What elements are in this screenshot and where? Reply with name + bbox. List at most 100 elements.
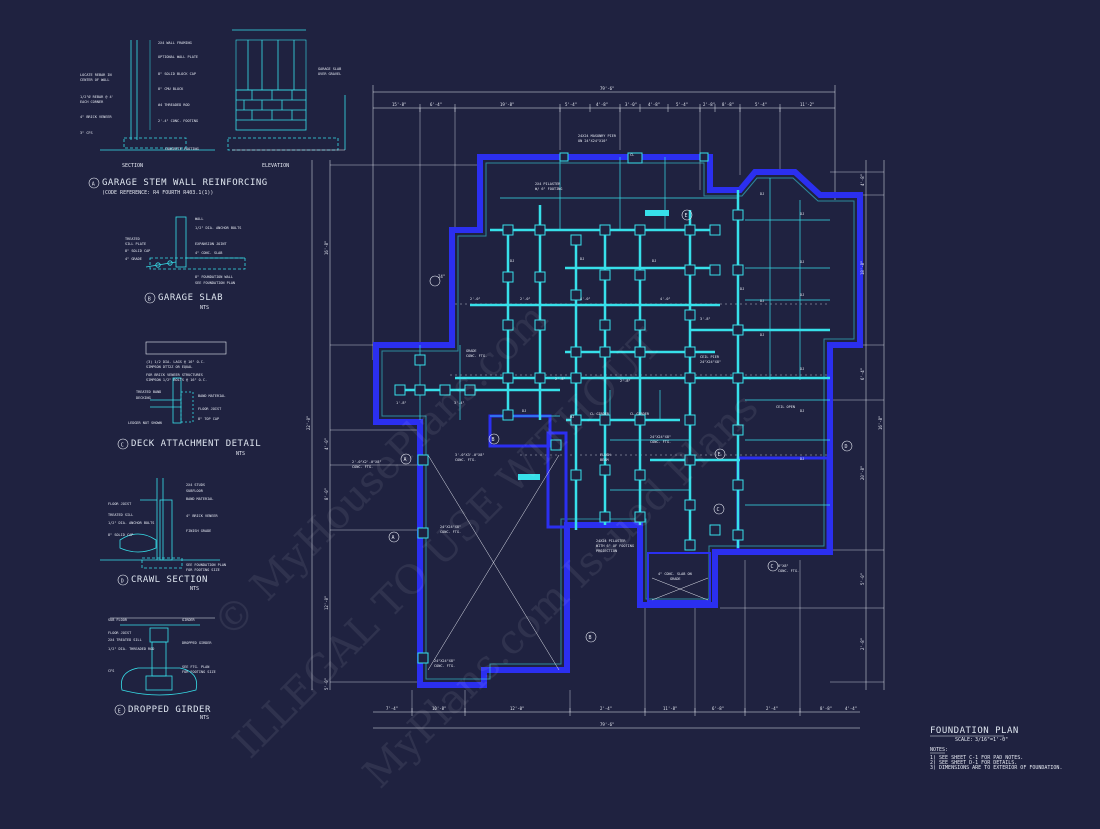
svg-text:SEE FOUNDATION PLAN: SEE FOUNDATION PLAN: [195, 281, 235, 285]
svg-text:CONC. FTG.: CONC. FTG.: [455, 458, 476, 462]
svg-text:CONC. FTG.: CONC. FTG.: [650, 440, 671, 444]
svg-text:CL GIRDER: CL GIRDER: [630, 412, 650, 416]
svg-text:CEIL PIER: CEIL PIER: [700, 355, 720, 359]
svg-text:5'-4": 5'-4": [676, 102, 688, 107]
detail-c-title: DECK ATTACHMENT DETAIL: [131, 439, 261, 449]
svg-text:4'-8": 4'-8": [860, 174, 865, 186]
plan-callouts: [388, 209, 853, 643]
detail-a-title: GARAGE STEM WALL REINFORCING: [102, 178, 268, 188]
joists-thin: [419, 157, 830, 506]
svg-text:B: B: [492, 437, 495, 443]
detail-b-sub: NTS: [200, 305, 209, 311]
svg-text:2'-4": 2'-4": [766, 706, 778, 711]
detail-e-sub: NTS: [200, 715, 209, 721]
svg-text:WALL: WALL: [195, 217, 203, 221]
svg-text:2'-4": 2'-4": [600, 706, 612, 711]
svg-text:2X4 TREATED SILL: 2X4 TREATED SILL: [108, 638, 142, 642]
detail-e-notes: SUB FLOOR FLOOR JOIST 2X4 TREATED SILL 1…: [108, 618, 216, 674]
svg-text:SEE FTG. PLAN: SEE FTG. PLAN: [182, 665, 209, 669]
svg-text:16'-8": 16'-8": [878, 416, 883, 430]
svg-text:2'-8": 2'-8": [860, 638, 865, 650]
svg-text:BEAM: BEAM: [600, 458, 608, 462]
watermark: © MyHousePlans.com ILLEGAL TO USE WITHOU…: [205, 295, 768, 797]
svg-text:DECKING: DECKING: [136, 396, 151, 400]
svg-text:4" CONC. SLAB ON: 4" CONC. SLAB ON: [658, 572, 692, 576]
svg-text:2'-4" CONC. FOOTING: 2'-4" CONC. FOOTING: [158, 119, 198, 123]
detail-d-marker: D: [117, 574, 129, 586]
svg-text:TREATED: TREATED: [125, 237, 140, 241]
svg-text:SIMPSON 1/2" BOLTS @ 16" O.C.: SIMPSON 1/2" BOLTS @ 16" O.C.: [146, 378, 207, 382]
plan-callout-letters: AA BD EC EB C: [392, 213, 848, 641]
svg-text:6'-4": 6'-4": [860, 368, 865, 380]
svg-text:12'-0": 12'-0": [510, 706, 524, 711]
svg-text:19'-8": 19'-8": [500, 102, 514, 107]
svg-text:4'-4": 4'-4": [845, 706, 857, 711]
detail-b-marker: B: [144, 292, 156, 304]
svg-text:FLOOR JOIST: FLOOR JOIST: [108, 502, 132, 506]
svg-text:A: A: [92, 182, 95, 188]
svg-text:DJ: DJ: [580, 257, 584, 261]
svg-text:8'-0": 8'-0": [324, 488, 329, 500]
svg-text:1/2" DIA. ANCHOR BOLTS: 1/2" DIA. ANCHOR BOLTS: [108, 521, 154, 525]
svg-text:79'-6": 79'-6": [600, 722, 614, 727]
detail-b: [145, 216, 246, 270]
svg-text:4" BRICK VENEER: 4" BRICK VENEER: [80, 115, 113, 119]
svg-text:SEE FOUNDATION PLAN: SEE FOUNDATION PLAN: [186, 563, 226, 567]
svg-text:24"X24"X8": 24"X24"X8": [700, 360, 721, 364]
svg-text:4" CONC. SLAB: 4" CONC. SLAB: [195, 251, 222, 255]
svg-text:CL GIRDER: CL GIRDER: [590, 412, 610, 416]
svg-text:OVER GRAVEL: OVER GRAVEL: [318, 72, 341, 76]
svg-text:DJ: DJ: [760, 333, 764, 337]
svg-text:CEIL OPEN: CEIL OPEN: [776, 405, 795, 409]
detail-a-sub: (CODE REFERENCE: R4 FOURTH R403.1(1)): [102, 190, 213, 196]
svg-text:LOCATE REBAR IN: LOCATE REBAR IN: [80, 73, 112, 77]
svg-text:FLOOR JOIST: FLOOR JOIST: [108, 631, 132, 635]
svg-text:22'-0": 22'-0": [306, 416, 311, 430]
svg-text:DROPPED GIRDER: DROPPED GIRDER: [182, 641, 212, 645]
svg-text:5'-0": 5'-0": [324, 678, 329, 690]
svg-text:E: E: [118, 709, 121, 715]
svg-text:FOR FOOTING SIZE: FOR FOOTING SIZE: [186, 568, 220, 572]
svg-text:15'-8": 15'-8": [392, 102, 406, 107]
piers: [394, 152, 744, 664]
svg-text:7'-4": 7'-4": [386, 706, 398, 711]
svg-text:SUB FLOOR: SUB FLOOR: [108, 618, 128, 622]
svg-text:FINISH GRADE: FINISH GRADE: [186, 529, 211, 533]
svg-text:8" TOP CAP: 8" TOP CAP: [198, 417, 219, 421]
svg-text:10'-8": 10'-8": [432, 706, 446, 711]
svg-text:CONC. FTG.: CONC. FTG.: [466, 354, 487, 358]
svg-text:DJ: DJ: [800, 260, 804, 264]
svg-text:24X24 MASONRY PIER: 24X24 MASONRY PIER: [578, 134, 617, 138]
svg-text:FLUSH: FLUSH: [600, 453, 611, 457]
svg-text:SIMPSON DTT2Z OR EQUAL: SIMPSON DTT2Z OR EQUAL: [146, 365, 192, 369]
garage-slab-x: [427, 454, 709, 671]
svg-text:5'-0": 5'-0": [860, 573, 865, 585]
svg-text:24": 24": [438, 274, 445, 279]
svg-text:8" SOLID CAP: 8" SOLID CAP: [108, 533, 133, 537]
svg-text:4'-0": 4'-0": [324, 438, 329, 450]
svg-text:8'-8": 8'-8": [722, 102, 734, 107]
detail-d-title: CRAWL SECTION: [131, 575, 208, 585]
plan-title: FOUNDATION PLAN: [930, 726, 1019, 736]
svg-text:20'-8": 20'-8": [860, 466, 865, 480]
dimension-lines: [311, 85, 885, 729]
svg-text:SILL PLATE: SILL PLATE: [125, 242, 146, 246]
svg-text:5'-4": 5'-4": [755, 102, 767, 107]
detail-b-title: GARAGE SLAB: [158, 293, 223, 303]
svg-text:GRADE: GRADE: [670, 577, 681, 581]
svg-text:8"X8": 8"X8": [778, 564, 789, 568]
svg-text:6'-4": 6'-4": [430, 102, 442, 107]
svg-text:GRADE: GRADE: [466, 349, 477, 353]
svg-text:DJ: DJ: [800, 293, 804, 297]
svg-text:W/ 6" FOOTING: W/ 6" FOOTING: [535, 187, 562, 191]
svg-text:FLOOR JOIST: FLOOR JOIST: [198, 407, 222, 411]
svg-text:4'-8": 4'-8": [596, 102, 608, 107]
svg-text:2X4 STUDS: 2X4 STUDS: [186, 483, 205, 487]
svg-text:DJ: DJ: [522, 409, 526, 413]
svg-text:2'-0": 2'-0": [520, 297, 531, 301]
svg-text:DJ: DJ: [800, 367, 804, 371]
svg-text:1/2" DIA. THREADED ROD: 1/2" DIA. THREADED ROD: [108, 647, 154, 651]
